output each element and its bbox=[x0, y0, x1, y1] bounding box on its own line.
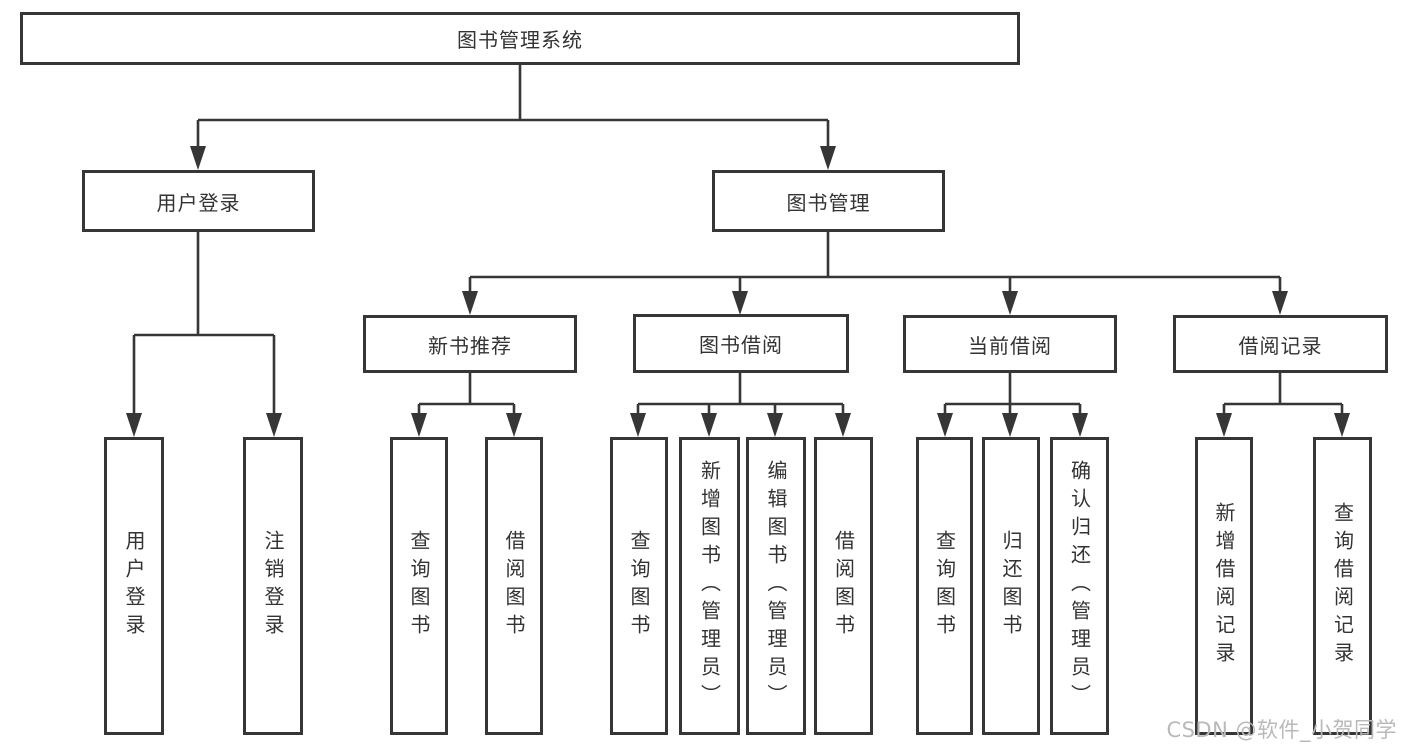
connector-newbook-to-leaves bbox=[417, 373, 516, 415]
node-user-login: 用户登录 bbox=[82, 170, 315, 232]
node-label: 借阅记录 bbox=[1238, 333, 1323, 358]
leaf-query-books-recommend: 查询图书 bbox=[390, 437, 448, 735]
leaf-return-books: 归还图书 bbox=[982, 437, 1040, 735]
node-label: 借阅图书 bbox=[502, 530, 526, 642]
arrowheads bbox=[126, 146, 1350, 437]
leaf-borrow-books: 借阅图书 bbox=[814, 437, 873, 735]
node-label: 新增图书（管理员） bbox=[697, 460, 722, 712]
node-label: 借阅图书 bbox=[831, 530, 856, 642]
node-label: 图书管理 bbox=[786, 190, 871, 215]
node-current-borrow: 当前借阅 bbox=[903, 315, 1117, 373]
node-label: 查询借阅记录 bbox=[1330, 502, 1355, 670]
csdn-watermark: CSDN @软件_小贺同学 bbox=[1166, 718, 1397, 742]
node-label: 新书推荐 bbox=[428, 333, 512, 358]
leaf-query-books-borrow: 查询图书 bbox=[610, 437, 668, 735]
leaf-query-books-current: 查询图书 bbox=[916, 437, 973, 735]
node-book-borrow: 图书借阅 bbox=[633, 314, 849, 373]
node-label: 当前借阅 bbox=[968, 333, 1052, 358]
connector-borrowrecords-to-leaves bbox=[1222, 373, 1344, 415]
leaf-confirm-return-admin: 确认归还（管理员） bbox=[1050, 437, 1109, 735]
node-label: 查询图书 bbox=[932, 530, 957, 642]
node-label: 确认归还（管理员） bbox=[1067, 460, 1092, 712]
leaf-edit-books-admin: 编辑图书（管理员） bbox=[746, 437, 806, 735]
node-borrow-records: 借阅记录 bbox=[1173, 315, 1388, 373]
node-label: 图书管理系统 bbox=[457, 28, 583, 52]
leaf-borrow-books-recommend: 借阅图书 bbox=[485, 437, 543, 735]
leaf-logout: 注销登录 bbox=[243, 437, 303, 735]
node-label: 查询图书 bbox=[407, 530, 431, 642]
connector-bookmgmt-to-level3 bbox=[468, 232, 1282, 293]
connector-userlogin-to-leaves bbox=[132, 232, 276, 415]
leaf-add-borrow-record: 新增借阅记录 bbox=[1195, 437, 1253, 735]
node-system-root: 图书管理系统 bbox=[20, 12, 1020, 65]
node-label: 用户登录 bbox=[122, 530, 146, 642]
node-label: 查询图书 bbox=[627, 530, 651, 642]
node-label: 注销登录 bbox=[261, 530, 285, 642]
node-label: 图书借阅 bbox=[699, 333, 783, 357]
leaf-add-books-admin: 新增图书（管理员） bbox=[679, 437, 740, 735]
node-new-book-recommend: 新书推荐 bbox=[363, 315, 577, 373]
node-book-management: 图书管理 bbox=[712, 170, 945, 232]
node-label: 归还图书 bbox=[999, 530, 1023, 642]
connector-currentborrow-to-leaves bbox=[943, 373, 1082, 415]
connector-root-to-level2 bbox=[196, 65, 830, 148]
leaf-query-borrow-record: 查询借阅记录 bbox=[1313, 437, 1372, 735]
node-label: 新增借阅记录 bbox=[1212, 502, 1236, 670]
connector-bookborrow-to-leaves bbox=[636, 373, 845, 415]
node-label: 编辑图书（管理员） bbox=[764, 460, 788, 712]
node-label: 用户登录 bbox=[156, 190, 241, 215]
leaf-user-login: 用户登录 bbox=[104, 437, 164, 735]
